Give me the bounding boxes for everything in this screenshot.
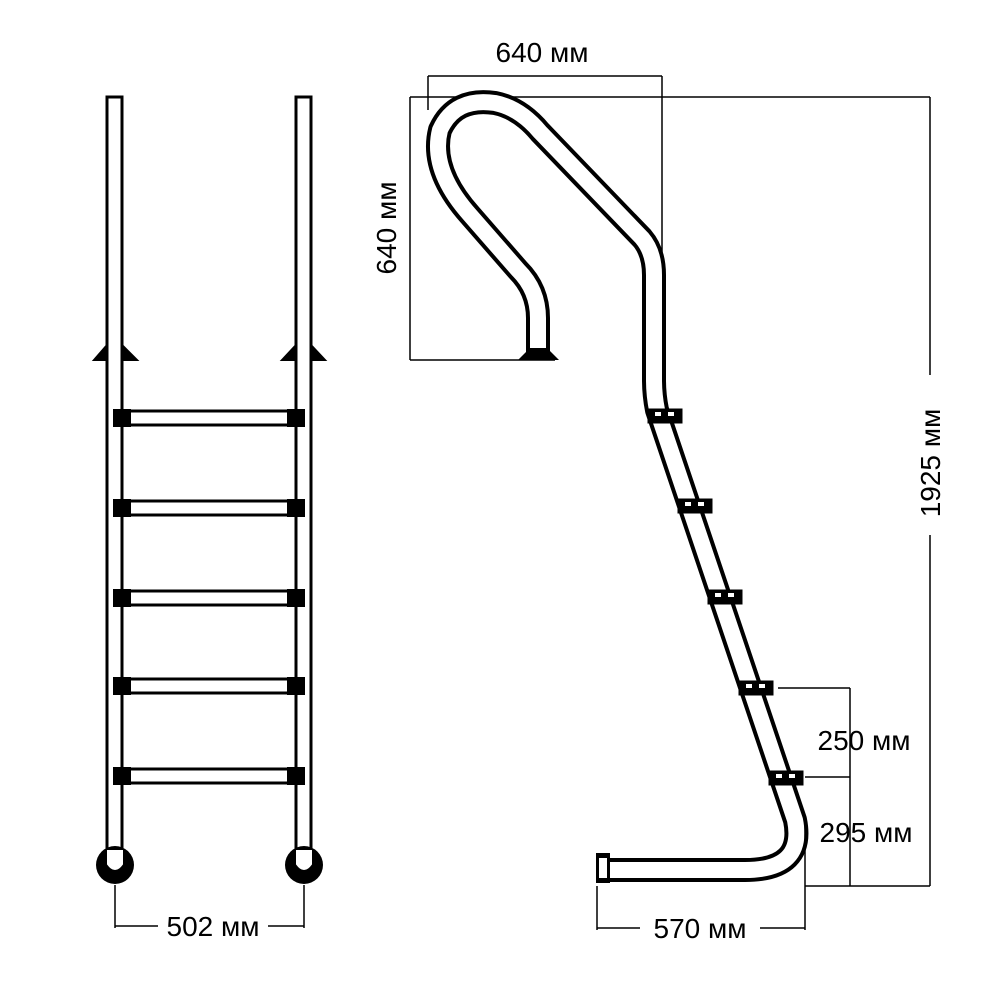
front-left-foot [96,846,134,884]
front-left-rail [105,95,124,869]
front-view [91,95,328,884]
front-step [113,499,305,517]
base-length-dimension [596,820,806,930]
side-bottom-foot [596,853,610,883]
side-step-clamp [647,408,683,424]
front-width-dimension [114,885,305,928]
side-step-clamp [768,770,804,786]
front-right-foot [285,846,323,884]
bottom-step-height-label: 295 мм [820,817,913,848]
handrail-height-label: 640 мм [371,182,402,275]
base-length-label: 570 мм [654,913,747,944]
total-height-label: 1925 мм [915,409,946,518]
front-step [113,767,305,785]
front-left-bracket [91,342,108,361]
side-step-clamp [738,680,774,696]
front-step [113,589,305,607]
front-left-bracket-right [121,342,140,361]
side-step-clamps [647,408,804,786]
front-step [113,409,305,427]
front-step [113,677,305,695]
front-right-bracket-right [310,342,328,361]
handrail-width-label: 640 мм [496,37,589,68]
front-width-label: 502 мм [167,911,260,942]
step-dimension-lines [778,687,930,887]
side-step-clamp [677,498,713,514]
side-ladder-tube [426,90,809,882]
step-spacing-label: 250 мм [818,725,911,756]
front-right-rail [294,95,313,869]
front-right-bracket [279,342,297,361]
side-step-clamp [707,589,743,605]
side-top-mount [518,348,559,360]
